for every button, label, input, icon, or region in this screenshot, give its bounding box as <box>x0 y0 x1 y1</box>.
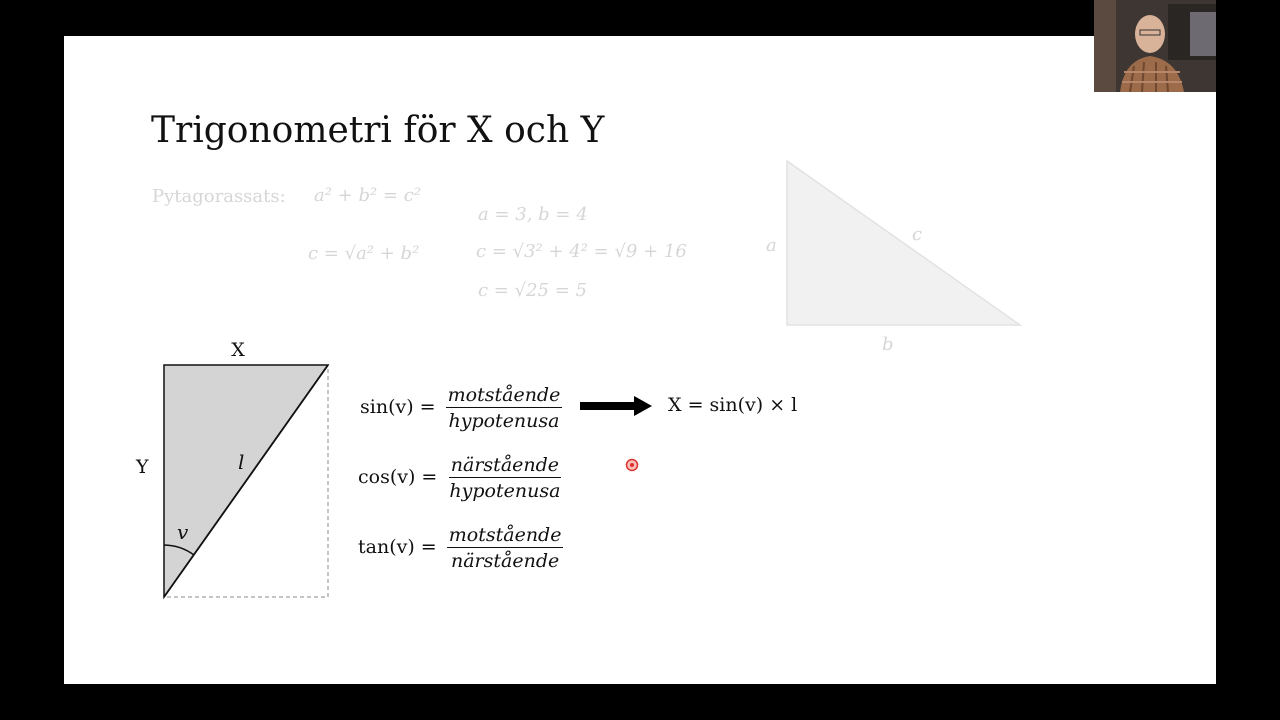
angle-arc <box>163 544 195 556</box>
side-a-label: a <box>766 235 777 256</box>
right-triangle-shape <box>786 159 1023 326</box>
result-formula: X = sin(v) × l <box>668 394 798 416</box>
label-l: l <box>238 450 244 474</box>
slide-title: Trigonometri för X och Y <box>151 110 605 151</box>
sin-formula: sin(v) = motstående hypotenusa <box>360 384 563 432</box>
cos-formula: cos(v) = närstående hypotenusa <box>358 454 562 502</box>
pythagoras-c-formula: c = √a² + b² <box>308 243 420 264</box>
sin-fraction: motstående hypotenusa <box>445 384 563 432</box>
cos-denominator: hypotenusa <box>449 480 561 502</box>
side-c-label: c <box>912 224 922 245</box>
sin-numerator: motstående <box>445 384 563 408</box>
presenter-video <box>1094 0 1216 92</box>
arrow-right-icon <box>580 396 652 416</box>
cos-lhs: cos(v) = <box>358 466 438 488</box>
label-y: Y <box>135 456 149 478</box>
sin-denominator: hypotenusa <box>448 410 560 432</box>
sin-lhs: sin(v) = <box>360 396 436 418</box>
tan-formula: tan(v) = motstående närstående <box>358 524 564 572</box>
label-v: v <box>177 520 189 544</box>
hypotenuse-line <box>163 364 329 598</box>
cos-fraction: närstående hypotenusa <box>447 454 562 502</box>
tan-denominator: närstående <box>450 550 560 572</box>
pythagoras-label: Pytagorassats: <box>152 186 286 207</box>
tan-numerator: motstående <box>446 524 564 548</box>
slide-canvas: Trigonometri för X och Y Pytagorassats: … <box>64 36 1216 684</box>
pythagoras-triangle: a c b <box>766 159 1023 355</box>
pythagoras-c-substituted: c = √3² + 4² = √9 + 16 <box>476 241 687 262</box>
pythagoras-values: a = 3, b = 4 <box>478 204 588 225</box>
trig-triangle-diagram: X Y l v <box>135 339 330 600</box>
cos-numerator: närstående <box>448 454 562 478</box>
tan-lhs: tan(v) = <box>358 536 437 558</box>
pythagoras-c-result: c = √25 = 5 <box>478 280 587 301</box>
side-b-label: b <box>882 334 894 355</box>
pythagoras-formula: a² + b² = c² <box>314 185 422 206</box>
laser-pointer-icon <box>625 458 639 472</box>
webcam-thumbnail <box>1094 0 1216 92</box>
label-x: X <box>231 339 245 361</box>
tan-fraction: motstående närstående <box>446 524 564 572</box>
